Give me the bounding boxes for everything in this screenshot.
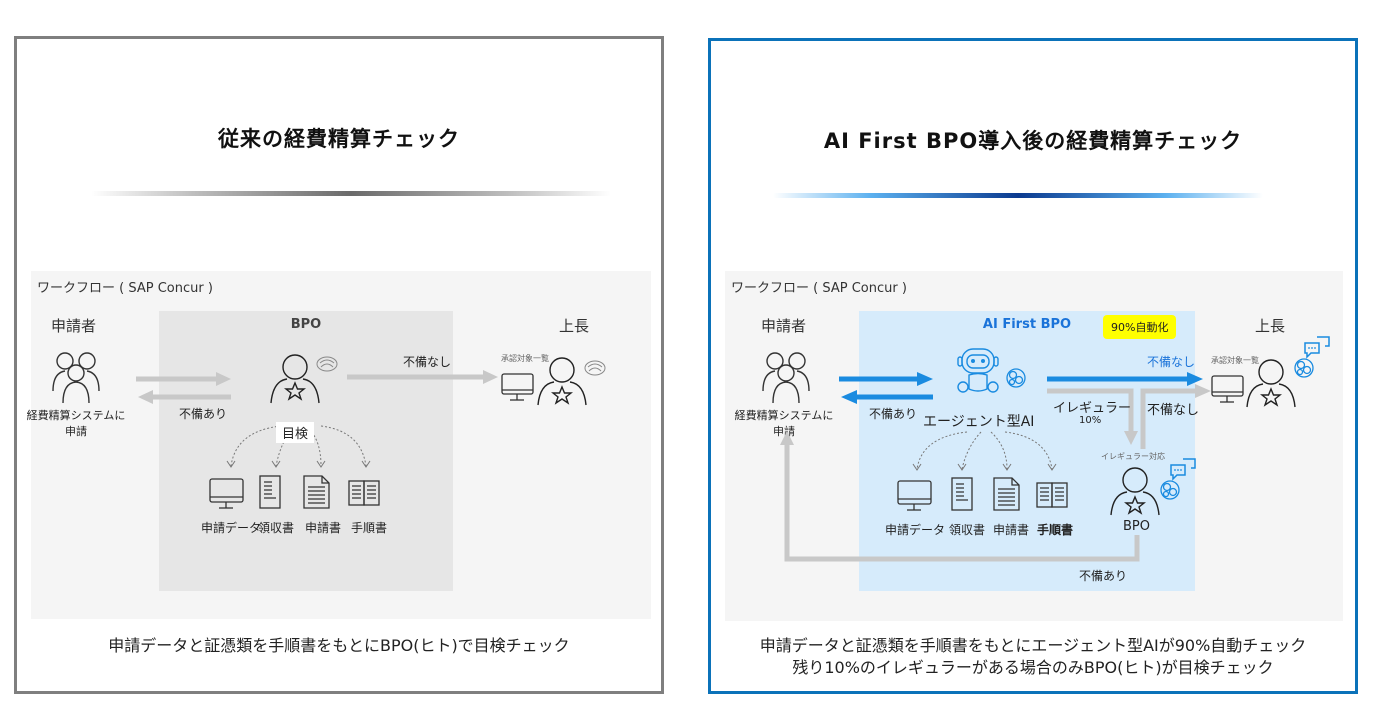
doc-label: 手順書 (1037, 523, 1074, 537)
monitor-icon (897, 480, 932, 511)
brain-icon (584, 360, 606, 376)
panel-title: 従来の経費精算チェック (218, 127, 460, 151)
irregular-label: イレギュラー (1053, 401, 1132, 416)
applicant-title: 申請者 (761, 317, 807, 335)
panel-title: AI First BPO導入後の経費精算チェック (823, 129, 1243, 153)
irregular-handling-label: イレギュラー対応 (1101, 452, 1165, 461)
ai-approve-arrow (1047, 372, 1203, 386)
no-deficiency-label: 不備なし (403, 355, 452, 369)
traditional-panel: 従来の経費精算チェック ワークフロー ( SAP Concur ) BPO 申請… (14, 36, 664, 694)
monitor-icon (1211, 375, 1244, 403)
applicant-title: 申請者 (51, 317, 97, 335)
approval-list-label: 承認対象一覧 (501, 354, 549, 363)
title-underline (773, 193, 1263, 198)
caption-line: 経費精算システムに (734, 409, 834, 422)
people-group-icon (52, 352, 100, 404)
caption-line: 申請データと証憑類を手順書をもとにエージェント型AIが90%自動チェック (759, 636, 1307, 655)
doc-label: 手順書 (351, 521, 388, 535)
bpo-person-icon (1110, 467, 1160, 516)
panel-caption: 申請データと証憑類を手順書をもとにBPO(ヒト)で目検チェック (108, 636, 570, 655)
supervisor-person-icon (537, 357, 587, 406)
bpo-no-deficiency-label: 不備なし (1147, 403, 1200, 418)
manual-book-icon (1036, 482, 1068, 508)
bpo-person-icon (270, 354, 320, 404)
doc-label: 申請データ (885, 523, 946, 537)
caption-line: 申請 (65, 425, 87, 438)
applicant-caption: 経費精算システムに 申請 (729, 407, 839, 439)
document-icon (993, 477, 1020, 511)
monitor-icon (209, 478, 244, 509)
supervisor-title: 上長 (559, 317, 590, 335)
return-arrow (841, 390, 933, 404)
applicant-caption: 経費精算システムに 申請 (21, 407, 131, 439)
bpo-return-arrow (780, 431, 1140, 562)
inspection-arrows (226, 425, 371, 468)
doc-label: 領収書 (258, 521, 295, 535)
caption-line: 残り10%のイレギュラーがある場合のみBPO(ヒト)が目検チェック (792, 658, 1274, 677)
chat-bubble-icon (1170, 458, 1196, 481)
doc-label: 申請データ (201, 521, 262, 535)
submit-arrow (839, 372, 933, 386)
brain-icon (316, 356, 338, 372)
ai-globe-icon (1294, 358, 1314, 378)
workflow-area: ワークフロー ( SAP Concur ) AI First BPO 90%自動… (725, 271, 1343, 621)
doc-label: 申請書 (305, 521, 342, 535)
inspection-arrows (912, 431, 1057, 471)
supervisor-title: 上長 (1255, 317, 1286, 335)
doc-label: 領収書 (949, 523, 986, 537)
automation-badge: 90%自動化 (1103, 315, 1177, 339)
workflow-area: ワークフロー ( SAP Concur ) BPO 申請者 経費精算システムに … (27, 271, 651, 619)
ai-globe-icon (1006, 368, 1026, 388)
workflow-label: ワークフロー ( SAP Concur ) (731, 281, 907, 296)
caption-line: 申請 (773, 425, 795, 438)
submit-arrow (136, 372, 231, 386)
deficiency-label: 不備あり (179, 407, 228, 421)
deficiency-label: 不備あり (869, 407, 918, 421)
approval-list-label: 承認対象一覧 (1211, 356, 1259, 365)
approve-arrow (347, 370, 498, 384)
bpo-label: BPO (1123, 519, 1150, 534)
receipt-icon (259, 475, 281, 509)
ai-first-panel: AI First BPO導入後の経費精算チェック ワークフロー ( SAP Co… (708, 38, 1358, 694)
supervisor-person-icon (1246, 359, 1296, 408)
receipt-icon (951, 477, 973, 511)
bpo-deficiency-label: 不備あり (1079, 569, 1128, 583)
return-arrow (138, 390, 231, 404)
chat-bubble-icon (1304, 336, 1330, 359)
monitor-icon (501, 373, 534, 401)
lane-title: AI First BPO (982, 317, 1072, 332)
ai-globe-icon (1160, 480, 1180, 500)
caption-line: 経費精算システムに (26, 409, 126, 422)
manual-book-icon (348, 480, 380, 506)
panel-caption: 申請データと証憑類を手順書をもとにエージェント型AIが90%自動チェック 残り1… (711, 635, 1355, 679)
title-underline (91, 191, 611, 196)
ai-no-deficiency-label: 不備なし (1147, 355, 1196, 369)
irregular-route-arrows (1047, 384, 1211, 449)
bpo-lane: BPO (159, 311, 453, 591)
lane-title: BPO (290, 317, 322, 332)
document-icon (303, 475, 330, 509)
inspection-label: 目検 (276, 422, 315, 443)
irregular-percent: 10% (1079, 415, 1102, 426)
robot-agent-icon (957, 348, 999, 393)
doc-label: 申請書 (993, 523, 1030, 537)
people-group-icon (762, 352, 810, 404)
workflow-label: ワークフロー ( SAP Concur ) (37, 281, 213, 296)
agent-ai-label: エージェント型AI (923, 414, 1035, 430)
